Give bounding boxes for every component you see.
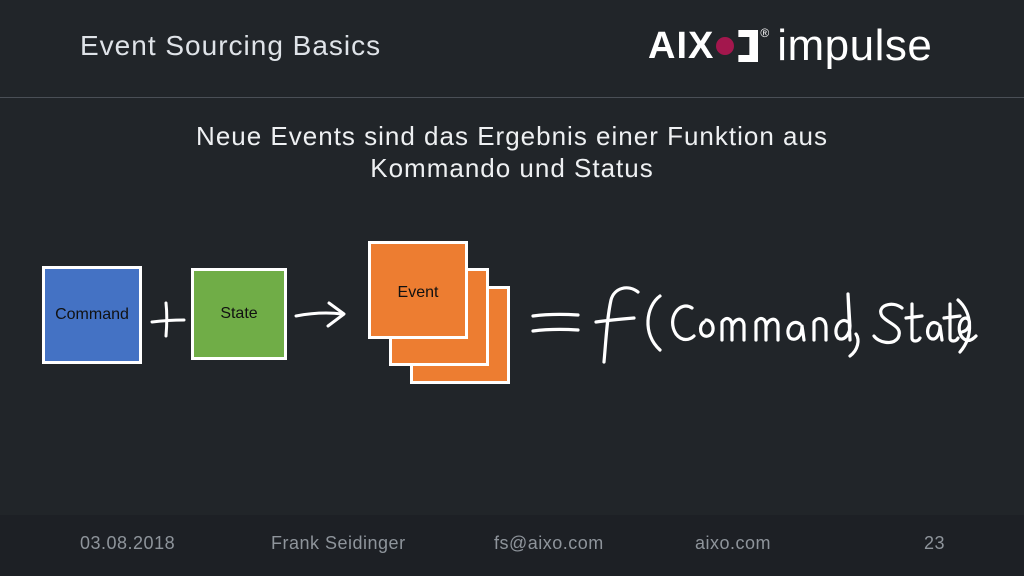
footer-email: fs@aixo.com bbox=[494, 533, 604, 553]
slide-title: Event Sourcing Basics bbox=[80, 30, 382, 61]
slide-subtitle: Neue Events sind das Ergebnis einer Funk… bbox=[0, 120, 1024, 184]
logo-product: impulse bbox=[777, 21, 933, 70]
footer-bar bbox=[0, 515, 1024, 576]
plus-icon bbox=[150, 301, 186, 338]
event-label: Event bbox=[397, 284, 439, 301]
footer-author: Frank Seidinger bbox=[271, 533, 406, 553]
company-logo: AIX ® impulse bbox=[648, 21, 933, 70]
state-box: State bbox=[191, 268, 287, 360]
command-box: Command bbox=[42, 266, 142, 364]
footer-date: 03.08.2018 bbox=[80, 533, 176, 553]
page-number: 23 bbox=[924, 533, 946, 553]
handwritten-formula bbox=[531, 286, 978, 364]
footer-website: aixo.com bbox=[695, 533, 772, 553]
event-box-front: Event bbox=[368, 241, 468, 339]
logo-brand: AIX bbox=[648, 24, 715, 67]
arrow-icon bbox=[294, 301, 346, 328]
state-label: State bbox=[220, 305, 258, 322]
header-divider bbox=[0, 97, 1024, 98]
subtitle-line-1: Neue Events sind das Ergebnis einer Funk… bbox=[196, 121, 828, 151]
command-label: Command bbox=[55, 306, 129, 323]
logo-registered-mark: ® bbox=[760, 26, 770, 40]
logo-dot-icon bbox=[716, 37, 735, 55]
subtitle-line-2: Kommando und Status bbox=[370, 153, 654, 183]
